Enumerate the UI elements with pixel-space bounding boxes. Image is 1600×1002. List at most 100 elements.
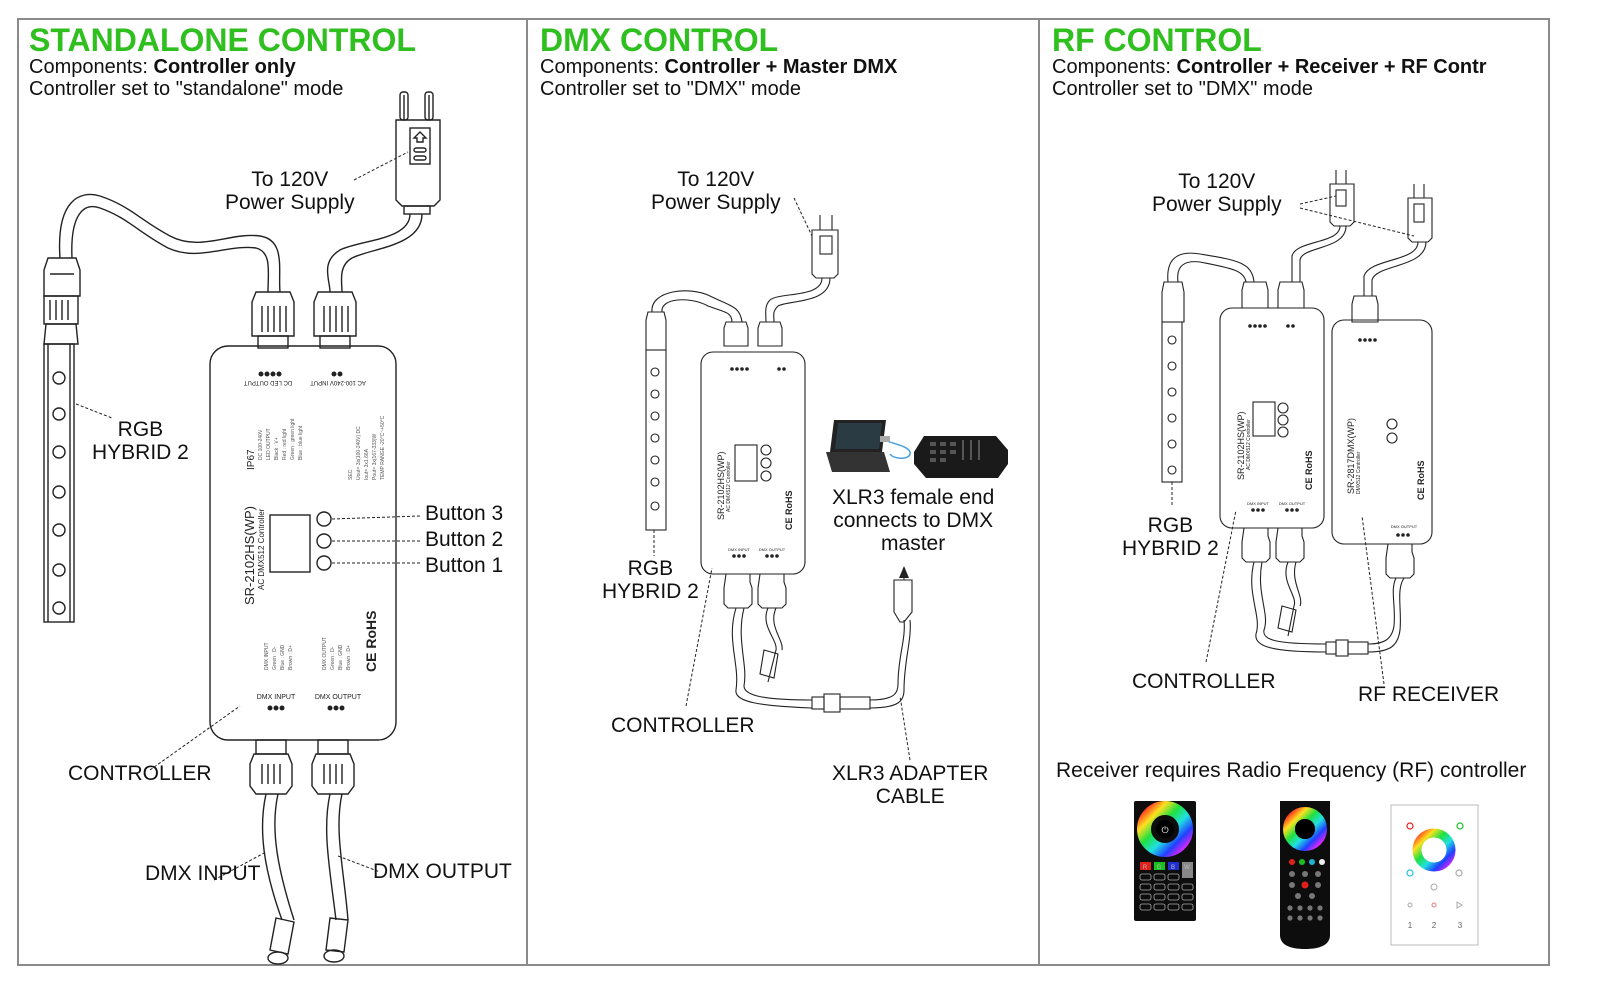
device-subtitle: AC DMX512 Controller xyxy=(1246,419,1252,470)
label-line: XLR3 ADAPTER xyxy=(832,762,989,785)
dmx-console-icon xyxy=(914,436,1008,478)
device-model: SR-2102HS(WP) xyxy=(1236,411,1246,480)
receiver-model: SR-2817DMX(WP) xyxy=(1346,418,1356,494)
rohs-mark: CE RoHS xyxy=(1304,450,1314,490)
panel-dmx: DMX CONTROL Components: Controller + Mas… xyxy=(528,18,1038,966)
panel-key-2: 2 xyxy=(1432,921,1437,930)
connector-icon xyxy=(1241,281,1379,323)
panel-title: RF CONTROL xyxy=(1052,22,1262,58)
components-line: Components: Controller + Receiver + RF C… xyxy=(1052,56,1487,79)
controller-label: CONTROLLER xyxy=(1132,670,1276,693)
panel-standalone: STANDALONE CONTROL Components: Controlle… xyxy=(17,18,527,966)
svg-text:Blue : GND: Blue : GND xyxy=(280,644,286,670)
panel-divider xyxy=(1038,18,1040,966)
svg-text:LED OUTPUT: LED OUTPUT xyxy=(266,428,272,460)
device-subtitle: AC DMX512 Controller xyxy=(726,461,732,512)
label-line: HYBRID 2 xyxy=(1122,537,1219,560)
svg-text:Blue : GND: Blue : GND xyxy=(338,644,344,670)
connector-icon xyxy=(313,291,357,349)
ac-input-label: AC 100-240V INPUT xyxy=(310,379,366,385)
controller-label: CONTROLLER xyxy=(68,762,212,785)
components-value: Controller + Receiver + RF Contr xyxy=(1176,56,1487,78)
svg-text:Brown : D+: Brown : D+ xyxy=(346,645,352,670)
label-line: RGB xyxy=(1147,514,1194,537)
rf-requirement-note: Receiver requires Radio Frequency (RF) c… xyxy=(1056,759,1527,782)
mode-line: Controller set to "DMX" mode xyxy=(540,78,801,100)
label-line: master xyxy=(881,532,946,555)
svg-text:Green : D-: Green : D- xyxy=(330,646,336,670)
label-line: connects to DMX xyxy=(833,509,994,532)
rohs-mark: CE RoHS xyxy=(784,490,794,530)
remote-key-b: B xyxy=(1171,865,1175,871)
panel-divider xyxy=(526,18,528,966)
svg-text:Black : V+: Black : V+ xyxy=(274,437,280,460)
dmx-output-port-label: DMX OUTPUT xyxy=(1279,501,1306,506)
components-value: Controller + Master DMX xyxy=(664,56,898,78)
components-prefix: Components: xyxy=(540,56,665,78)
controller-body xyxy=(209,345,397,741)
power-plug-icon xyxy=(1329,170,1355,227)
rf-receiver-body xyxy=(1331,319,1433,545)
button3-label: Button 3 xyxy=(425,502,504,525)
svg-text:Brown : D+: Brown : D+ xyxy=(288,645,294,670)
label-line: Power Supply xyxy=(651,191,781,214)
svg-text:Pout= 3x(167-333)W: Pout= 3x(167-333)W xyxy=(372,433,378,480)
diagram-frame xyxy=(17,18,1550,966)
rohs-mark: CE RoHS xyxy=(363,611,379,672)
svg-text:Blue : blue light: Blue : blue light xyxy=(298,425,304,460)
mode-line: Controller set to "standalone" mode xyxy=(29,78,344,100)
components-prefix: Components: xyxy=(1052,56,1177,78)
svg-text:Uout= 3x(100-240V) DC: Uout= 3x(100-240V) DC xyxy=(356,426,362,480)
label-line: HYBRID 2 xyxy=(602,580,699,603)
power-plug-icon xyxy=(1407,184,1433,243)
svg-text:DC 100-240V: DC 100-240V xyxy=(258,429,264,460)
svg-text:Red : red light: Red : red light xyxy=(282,428,288,460)
dmx-input-label: DMX INPUT xyxy=(145,862,261,885)
dmx-input-port-label: DMX INPUT xyxy=(728,547,751,552)
label-line: XLR3 female end xyxy=(832,486,995,509)
label-line: RGB xyxy=(627,557,674,580)
remote-key-w: W xyxy=(1184,865,1190,871)
label-line: To 120V xyxy=(1178,170,1256,193)
rf-remote-icon: ⏻ R G B W xyxy=(1134,801,1196,921)
power-plug-icon xyxy=(395,91,441,215)
connector-icon xyxy=(251,291,295,349)
controller-body xyxy=(1219,307,1325,529)
svg-text:DMX INPUT: DMX INPUT xyxy=(264,643,270,671)
rf-receiver-label: RF RECEIVER xyxy=(1358,683,1500,706)
ip-rating: IP67 xyxy=(246,449,257,470)
power-plug-icon xyxy=(811,215,839,279)
laptop-icon xyxy=(826,420,911,472)
controller-body xyxy=(700,351,806,575)
label-line: HYBRID 2 xyxy=(92,441,189,464)
device-subtitle: AC DMX512 Controller xyxy=(257,508,266,590)
dmx-output-label: DMX OUTPUT xyxy=(373,860,512,883)
device-model: SR-2102HS(WP) xyxy=(242,506,257,605)
dmx-output-port-label: DMX OUTPUT xyxy=(759,547,786,552)
mode-line: Controller set to "DMX" mode xyxy=(1052,78,1313,100)
rgb-strip-icon xyxy=(1161,281,1185,483)
label-line: Power Supply xyxy=(225,191,355,214)
label-line: To 120V xyxy=(251,168,329,191)
components-prefix: Components: xyxy=(29,56,154,78)
label-line: RGB xyxy=(117,418,164,441)
svg-text:Green : D-: Green : D- xyxy=(272,646,278,670)
dc-led-output-label: DC LED OUTPUT xyxy=(244,379,293,385)
dmx-input-port-label: DMX INPUT xyxy=(257,694,296,701)
svg-text:SEC:: SEC: xyxy=(348,468,354,480)
dmx-output-port-label: DMX OUTPUT xyxy=(315,694,362,701)
label-line: To 120V xyxy=(677,168,755,191)
label-line: Power Supply xyxy=(1152,193,1282,216)
remote-key-g: G xyxy=(1157,865,1162,871)
rf-remote-icon xyxy=(1280,801,1330,949)
button2-label: Button 2 xyxy=(425,528,504,551)
device-model: SR-2102HS(WP) xyxy=(716,451,726,520)
